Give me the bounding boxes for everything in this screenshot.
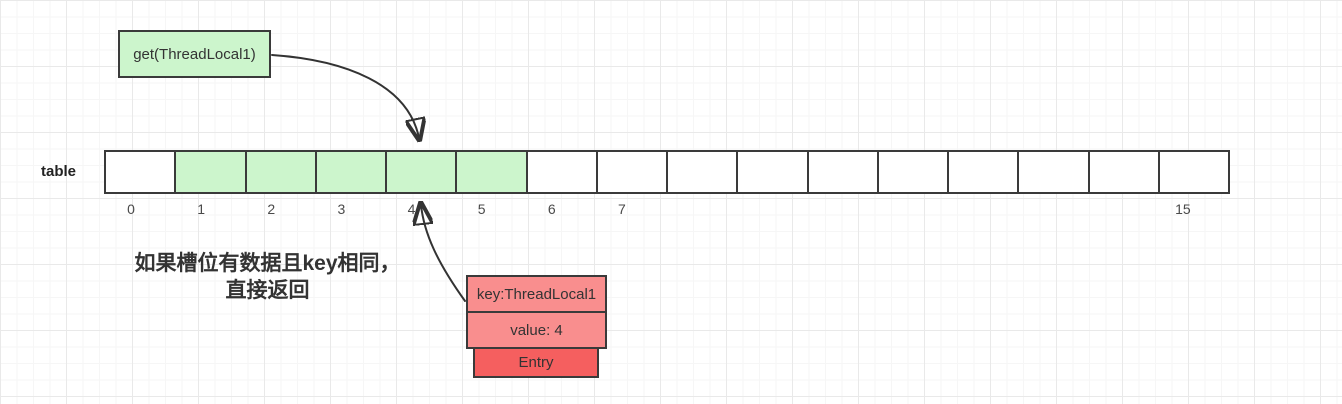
table-cell-2 [246, 152, 317, 192]
note-line-2: 直接返回 [225, 279, 310, 302]
table-index-label-6: 6 [547, 201, 556, 217]
table-index-label-4: 4 [407, 201, 416, 217]
entry-key-box: key:ThreadLocal1 [466, 275, 607, 313]
table-index-label-0: 0 [127, 201, 135, 217]
table-label: table [41, 163, 77, 180]
get-call-box: get(ThreadLocal1) [118, 30, 271, 78]
table-index-labels: 0 1 2 3 4 5 6 7 15 [96, 201, 1222, 221]
entry-name-box: Entry [473, 347, 599, 378]
table-cell-3 [316, 152, 387, 192]
table-index-label-1: 1 [197, 201, 206, 217]
table-index-label-7: 7 [618, 201, 626, 217]
note-line-1: 如果槽位有数据且key相同， [134, 252, 401, 275]
table-cell-5 [457, 152, 528, 192]
table-cell-0 [106, 152, 177, 192]
table-cell-1 [176, 152, 247, 192]
table-array [104, 150, 1230, 194]
table-index-label-3: 3 [337, 201, 346, 217]
table-cell-7 [597, 152, 668, 192]
table-cell-6 [527, 152, 598, 192]
arrow-get-to-slot4 [271, 54, 419, 138]
table-cell-4 [387, 152, 458, 192]
table-cell-14 [1089, 152, 1160, 192]
table-cell-13 [1019, 152, 1090, 192]
table-cell-9 [738, 152, 809, 192]
table-index-label-2: 2 [267, 201, 276, 217]
table-cell-8 [668, 152, 739, 192]
table-cell-11 [878, 152, 949, 192]
get-call-label: get(ThreadLocal1) [133, 45, 256, 63]
table-cell-12 [949, 152, 1020, 192]
note-text: 如果槽位有数据且key相同， 直接返回 [105, 250, 430, 304]
entry-stack: key:ThreadLocal1 value: 4 Entry [466, 275, 607, 378]
table-index-label-15: 15 [1175, 201, 1191, 217]
entry-value-box: value: 4 [466, 311, 607, 349]
table-cell-15 [1159, 152, 1228, 192]
table-cell-10 [808, 152, 879, 192]
table-index-label-5: 5 [477, 201, 486, 217]
